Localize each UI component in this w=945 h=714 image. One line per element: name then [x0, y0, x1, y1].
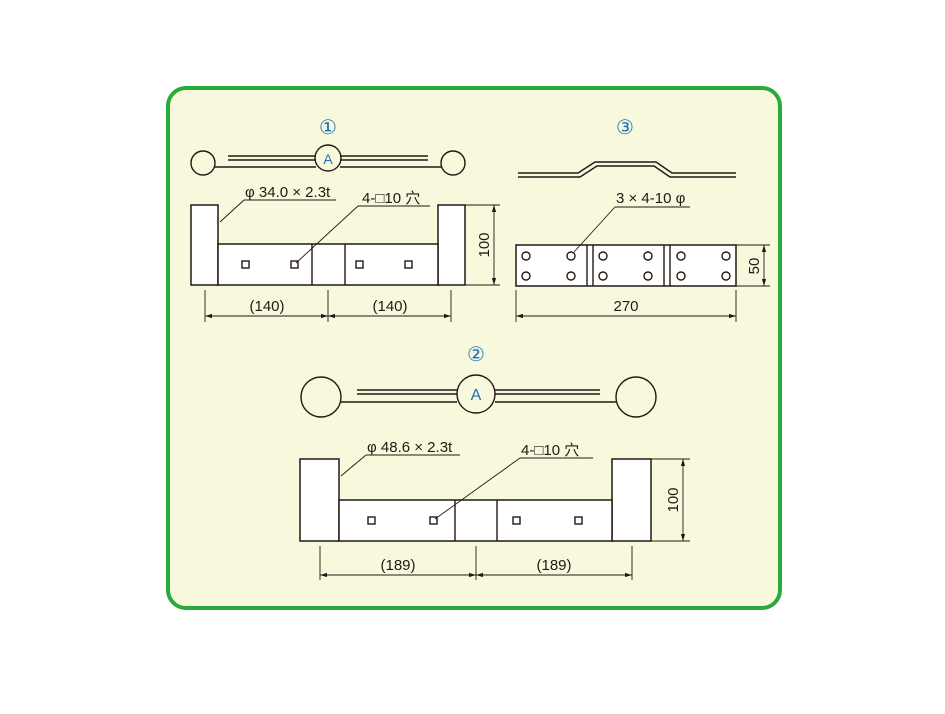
figure-2-front-view: [299, 458, 652, 542]
figure-2-width-right: (189): [536, 557, 571, 574]
figure-2-number: ②: [467, 344, 485, 366]
figure-1-height-dim: 100: [476, 232, 493, 257]
figure-1-front-view: [190, 204, 466, 286]
figure-3-width-dim: 270: [613, 298, 638, 315]
figure-2-label-a: A: [471, 387, 482, 404]
figure-1-top-view: A: [190, 144, 466, 176]
figure-2-pipe-spec: φ 48.6 × 2.3t: [367, 439, 453, 456]
figure-1-hole-spec: 4-□10 穴: [362, 190, 420, 207]
figure-3: ③ 3 × 4-10 φ 50 270: [515, 117, 770, 322]
figure-1: ① A φ 34.0 × 2.3t 4-□10: [190, 117, 500, 322]
figure-3-number: ③: [616, 117, 634, 139]
hole: [367, 516, 376, 525]
hole: [404, 260, 413, 269]
figure-1-width-left: (140): [249, 298, 284, 315]
hole: [574, 516, 583, 525]
figure-1-label-a: A: [323, 151, 333, 167]
figure-2-height-dim: 100: [665, 487, 682, 512]
hole: [512, 516, 521, 525]
figure-2-top-view: A: [300, 374, 657, 418]
figure-1-pipe-spec: φ 34.0 × 2.3t: [245, 184, 331, 201]
figure-2-width-left: (189): [380, 557, 415, 574]
figure-3-hole-spec: 3 × 4-10 φ: [616, 190, 686, 207]
figure-2-hole-spec: 4-□10 穴: [521, 442, 579, 459]
hole: [241, 260, 250, 269]
hole: [290, 260, 299, 269]
hole: [355, 260, 364, 269]
hole: [429, 516, 438, 525]
figure-1-width-right: (140): [372, 298, 407, 315]
figure-2: ② A φ 48.6 × 2.3t 4-□10: [299, 344, 690, 580]
figure-3-side-view: [518, 161, 736, 174]
figure-1-number: ①: [319, 117, 337, 139]
figure-3-height-dim: 50: [746, 258, 763, 275]
figure-3-plate: [515, 244, 737, 287]
